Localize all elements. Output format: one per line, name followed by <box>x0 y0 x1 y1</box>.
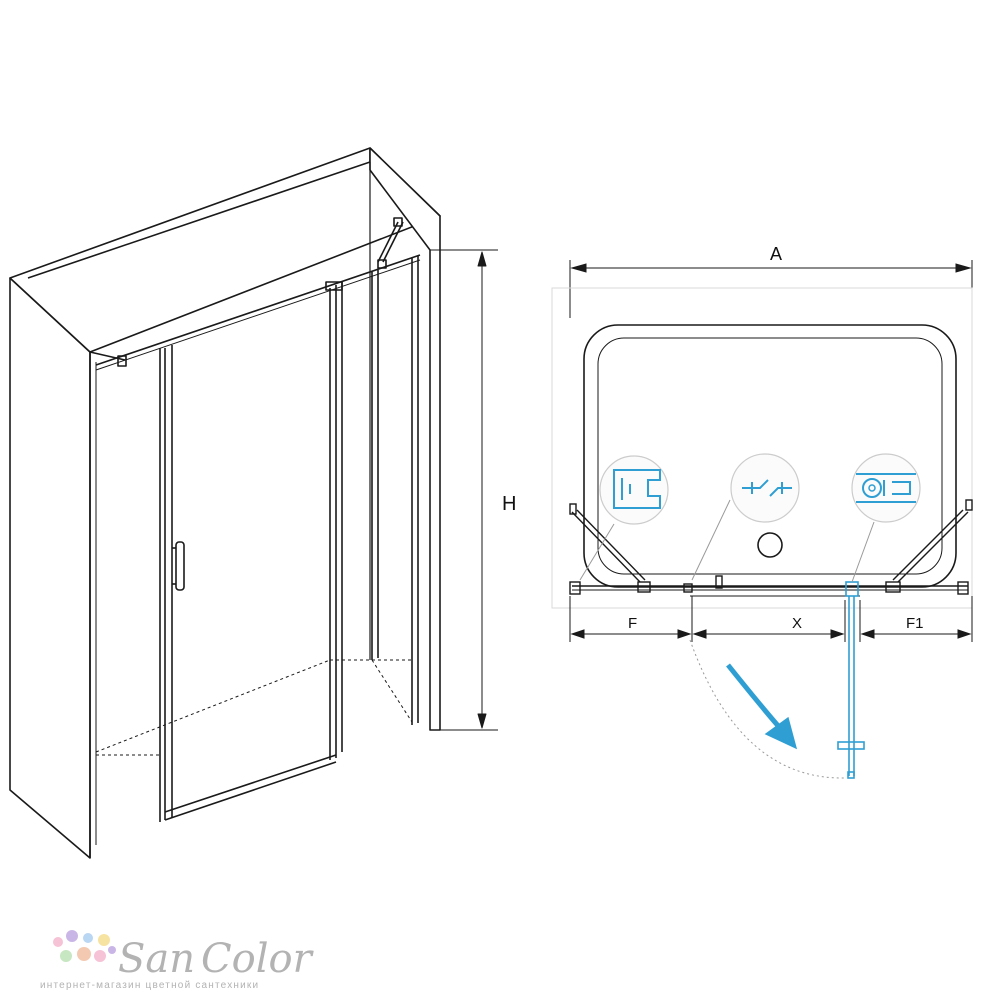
height-dimension <box>430 249 498 731</box>
logo-dot <box>53 937 63 947</box>
door-handle <box>172 541 185 591</box>
logo-dot <box>94 950 106 962</box>
door-hinge-icon <box>851 453 921 583</box>
logo-dot <box>98 934 110 946</box>
door-opening-label: X <box>792 615 802 632</box>
logo-dot <box>60 950 72 962</box>
width-dimension <box>569 260 973 318</box>
door-panel <box>164 285 337 821</box>
fixed-panel-left <box>159 348 166 822</box>
logo-dot <box>83 933 93 943</box>
top-view <box>551 260 973 779</box>
door-swing-path <box>689 639 846 779</box>
width-label: A <box>770 244 782 264</box>
fixed-right-label: F1 <box>906 615 924 632</box>
right-diagonal-bracket <box>892 499 973 583</box>
left-wall-bracket <box>89 351 127 367</box>
logo-tagline: интернет-магазин цветной сантехники <box>40 980 259 991</box>
bottom-dimensions <box>569 596 973 642</box>
floor-outline <box>95 659 413 756</box>
left-diagonal-bracket <box>569 503 646 583</box>
height-label: H <box>502 493 516 515</box>
hinge-connector-icon <box>691 453 800 581</box>
fixed-left-label: F <box>628 615 637 632</box>
room-outline <box>551 287 973 609</box>
logo-dot <box>77 947 91 961</box>
right-wall-bracket <box>377 217 404 269</box>
logo-dot <box>108 946 116 954</box>
logo-dot <box>66 930 78 942</box>
hinge-block <box>845 581 859 597</box>
wall-profile-icon <box>579 455 669 581</box>
fixed-panel-right <box>325 256 419 752</box>
logo-dots-icon <box>53 930 116 962</box>
shower-tray <box>583 324 957 588</box>
perspective-view <box>9 147 498 859</box>
left-wall <box>9 277 91 859</box>
door-swing-arrow-icon <box>726 663 798 750</box>
drain <box>757 532 783 558</box>
open-door <box>837 596 865 779</box>
